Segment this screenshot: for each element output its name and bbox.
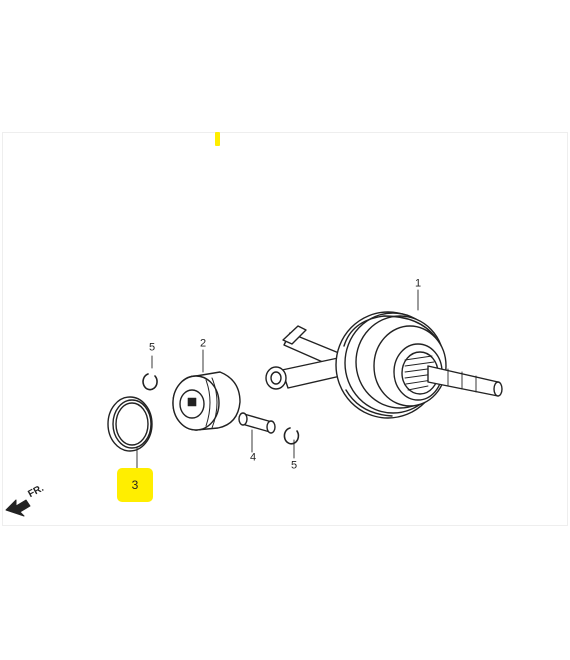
front-direction-arrow-icon bbox=[5, 499, 31, 517]
callout-part-1: 1 bbox=[414, 277, 422, 290]
circlip-top[interactable] bbox=[142, 373, 158, 391]
callout-part-3: 3 bbox=[131, 478, 139, 492]
highlighted-callout-part-3[interactable]: 3 bbox=[117, 468, 153, 502]
callout-part-5-top: 5 bbox=[148, 341, 156, 354]
diagram-frame bbox=[2, 132, 568, 526]
circlip-bottom[interactable] bbox=[283, 427, 300, 445]
piston-ring[interactable] bbox=[107, 396, 153, 452]
callout-part-2: 2 bbox=[199, 337, 207, 350]
callout-part-5-bottom: 5 bbox=[290, 459, 298, 472]
highlight-mark bbox=[215, 132, 220, 146]
piston-pin[interactable] bbox=[238, 412, 276, 434]
piston[interactable] bbox=[172, 371, 241, 431]
crankshaft-assembly[interactable] bbox=[265, 311, 503, 419]
callout-part-4: 4 bbox=[249, 451, 257, 464]
